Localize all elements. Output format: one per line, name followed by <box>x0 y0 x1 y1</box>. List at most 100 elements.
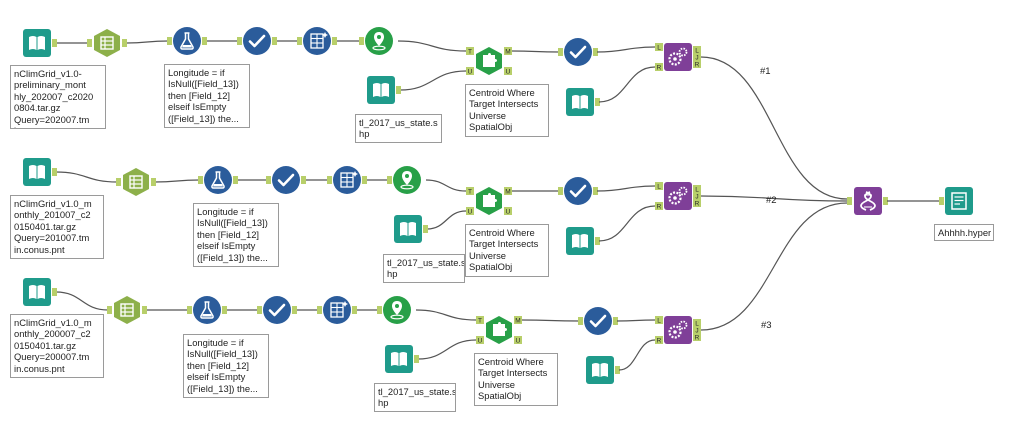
anchor-row1-match[interactable]: M <box>504 47 512 56</box>
wire-row3-1-in[interactable] <box>187 306 192 314</box>
wire-row2-0-in[interactable] <box>116 178 121 186</box>
wire-row1-4-in[interactable] <box>359 37 364 45</box>
filter-tool-row1b[interactable] <box>563 37 593 67</box>
lookup-input-tool-row1[interactable] <box>565 87 595 117</box>
multi-row-tool-row2[interactable] <box>332 165 362 195</box>
anchor-row3-unmatched[interactable]: U <box>514 336 522 345</box>
wire-row3-2-out[interactable] <box>222 306 227 314</box>
wire-row3-3-in[interactable] <box>317 306 322 314</box>
wire-row3-4-out[interactable] <box>352 306 357 314</box>
output-data-tool[interactable] <box>944 186 974 216</box>
anchor-row3-target[interactable]: T <box>476 316 484 325</box>
wire-row2-3-out[interactable] <box>301 176 306 184</box>
anchor-row1-join-l[interactable]: L <box>693 46 701 55</box>
anchor-row1-states-out[interactable] <box>396 86 401 94</box>
anchor-row1-universe[interactable]: U <box>466 67 474 76</box>
anchor-row3-states-out[interactable] <box>414 355 419 363</box>
wire-row3-0-in[interactable] <box>107 306 112 314</box>
filter-tool-row3[interactable] <box>262 295 292 325</box>
formula-tool-row3[interactable] <box>192 295 222 325</box>
wire-row3-0-out[interactable] <box>52 288 57 296</box>
filter-tool-row2b[interactable] <box>563 176 593 206</box>
wire-row2-3-in[interactable] <box>327 176 332 184</box>
anchor-row2-unmatched[interactable]: U <box>504 207 512 216</box>
join-tool-row2[interactable] <box>663 181 693 211</box>
anchor-union-in[interactable] <box>847 197 852 205</box>
join-tool-row3[interactable] <box>663 315 693 345</box>
wire-row2-2-in[interactable] <box>266 176 271 184</box>
filter-tool-row1[interactable] <box>242 26 272 56</box>
formula-tool-row1[interactable] <box>172 26 202 56</box>
anchor-row3-join-j[interactable]: J <box>693 326 701 335</box>
wire-row1-2-out[interactable] <box>202 37 207 45</box>
anchor-row2-filter2-out[interactable] <box>593 187 598 195</box>
wire-row2-1-out[interactable] <box>151 178 156 186</box>
anchor-row2-left[interactable]: L <box>655 182 663 191</box>
anchor-row3-left[interactable]: L <box>655 316 663 325</box>
anchor-row1-filter2-out[interactable] <box>593 48 598 56</box>
states-input-tool-row1[interactable] <box>366 75 396 105</box>
spatial-match-tool-row2[interactable] <box>474 186 504 216</box>
anchor-row2-states-out[interactable] <box>423 225 428 233</box>
wire-row1-0-in[interactable] <box>87 39 92 47</box>
wire-row2-2-out[interactable] <box>233 176 238 184</box>
create-points-tool-row3[interactable] <box>382 295 412 325</box>
anchor-row1-join-r[interactable]: R <box>693 60 701 69</box>
wire-row1-1-out[interactable] <box>122 39 127 47</box>
wire-row1-3-out[interactable] <box>272 37 277 45</box>
anchor-row1-target[interactable]: T <box>466 47 474 56</box>
anchor-row3-join-r[interactable]: R <box>693 333 701 342</box>
union-tool[interactable] <box>853 186 883 216</box>
select-tool-row3[interactable] <box>112 295 142 325</box>
lookup-input-tool-row3[interactable] <box>585 355 615 385</box>
anchor-row1-left[interactable]: L <box>655 43 663 52</box>
wire-row3-3-out[interactable] <box>292 306 297 314</box>
anchor-row3-lookup-out[interactable] <box>615 366 620 374</box>
anchor-row3-match[interactable]: M <box>514 316 522 325</box>
select-tool-row1[interactable] <box>92 28 122 58</box>
anchor-row3-filter2-in[interactable] <box>578 317 583 325</box>
formula-tool-row2[interactable] <box>203 165 233 195</box>
join-tool-row1[interactable] <box>663 42 693 72</box>
create-points-tool-row1[interactable] <box>364 26 394 56</box>
anchor-row2-lookup-out[interactable] <box>595 237 600 245</box>
lookup-input-tool-row2[interactable] <box>565 226 595 256</box>
filter-tool-row3b[interactable] <box>583 306 613 336</box>
anchor-row2-join-l[interactable]: L <box>693 185 701 194</box>
input-data-tool-row2[interactable] <box>22 157 52 187</box>
anchor-row2-right[interactable]: R <box>655 202 663 211</box>
wire-row3-4-in[interactable] <box>377 306 382 314</box>
anchor-row2-join-j[interactable]: J <box>693 192 701 201</box>
filter-tool-row2[interactable] <box>271 165 301 195</box>
anchor-row1-right[interactable]: R <box>655 63 663 72</box>
wire-row2-0-out[interactable] <box>52 168 57 176</box>
anchor-row2-universe[interactable]: U <box>466 207 474 216</box>
anchor-row1-filter2-in[interactable] <box>558 48 563 56</box>
input-data-tool-row1[interactable] <box>22 28 52 58</box>
anchor-output-in[interactable] <box>939 197 944 205</box>
wire-row1-0-out[interactable] <box>52 39 57 47</box>
multi-row-tool-row1[interactable] <box>302 26 332 56</box>
states-input-tool-row2[interactable] <box>393 214 423 244</box>
anchor-row3-filter2-out[interactable] <box>613 317 618 325</box>
wire-row1-3-in[interactable] <box>297 37 302 45</box>
wire-row2-4-in[interactable] <box>387 176 392 184</box>
spatial-match-tool-row3[interactable] <box>484 315 514 345</box>
anchor-row2-match[interactable]: M <box>504 187 512 196</box>
anchor-row1-join-j[interactable]: J <box>693 53 701 62</box>
anchor-row3-join-l[interactable]: L <box>693 319 701 328</box>
anchor-row2-join-r[interactable]: R <box>693 199 701 208</box>
anchor-row2-target[interactable]: T <box>466 187 474 196</box>
wire-row1-4-out[interactable] <box>332 37 337 45</box>
spatial-match-tool-row1[interactable] <box>474 46 504 76</box>
anchor-row1-lookup-out[interactable] <box>595 98 600 106</box>
create-points-tool-row2[interactable] <box>392 165 422 195</box>
anchor-union-out[interactable] <box>883 197 888 205</box>
wire-row3-2-in[interactable] <box>257 306 262 314</box>
wire-row1-2-in[interactable] <box>237 37 242 45</box>
wire-row1-1-in[interactable] <box>167 37 172 45</box>
states-input-tool-row3[interactable] <box>384 344 414 374</box>
input-data-tool-row3[interactable] <box>22 277 52 307</box>
select-tool-row2[interactable] <box>121 167 151 197</box>
